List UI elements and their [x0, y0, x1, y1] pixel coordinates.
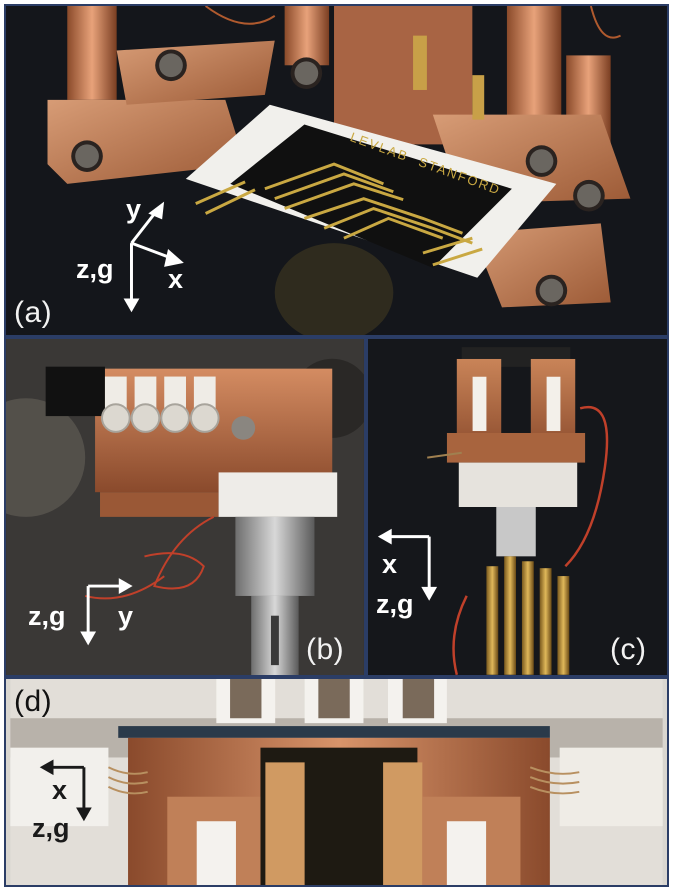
axis-label-x: x	[52, 775, 68, 805]
panel-b-photo	[6, 339, 364, 675]
panel-d: (d) x z,g	[4, 677, 669, 887]
axis-label-y: y	[126, 194, 142, 224]
axis-label-zg: z,g	[32, 813, 70, 843]
panel-b: z,g y (b)	[4, 337, 366, 677]
panel-c-photo	[368, 339, 667, 675]
axis-label-x: x	[382, 549, 398, 579]
panel-a-photo	[7, 6, 666, 335]
axis-label-zg: z,g	[76, 254, 114, 284]
panel-label-a: (a)	[14, 296, 53, 329]
panel-label-c: (c)	[610, 633, 647, 666]
axis-label-zg: z,g	[376, 589, 414, 619]
panel-label-b: (b)	[306, 633, 345, 666]
panel-label-d: (d)	[14, 685, 53, 718]
axis-label-x: x	[168, 264, 184, 294]
panel-a: LEVLAB STANFORD y z,g x (a)	[4, 4, 669, 337]
panel-c: x z,g (c)	[366, 337, 669, 677]
panel-d-photo	[10, 679, 663, 885]
axis-label-zg: z,g	[28, 601, 66, 631]
axis-label-y: y	[118, 601, 134, 631]
